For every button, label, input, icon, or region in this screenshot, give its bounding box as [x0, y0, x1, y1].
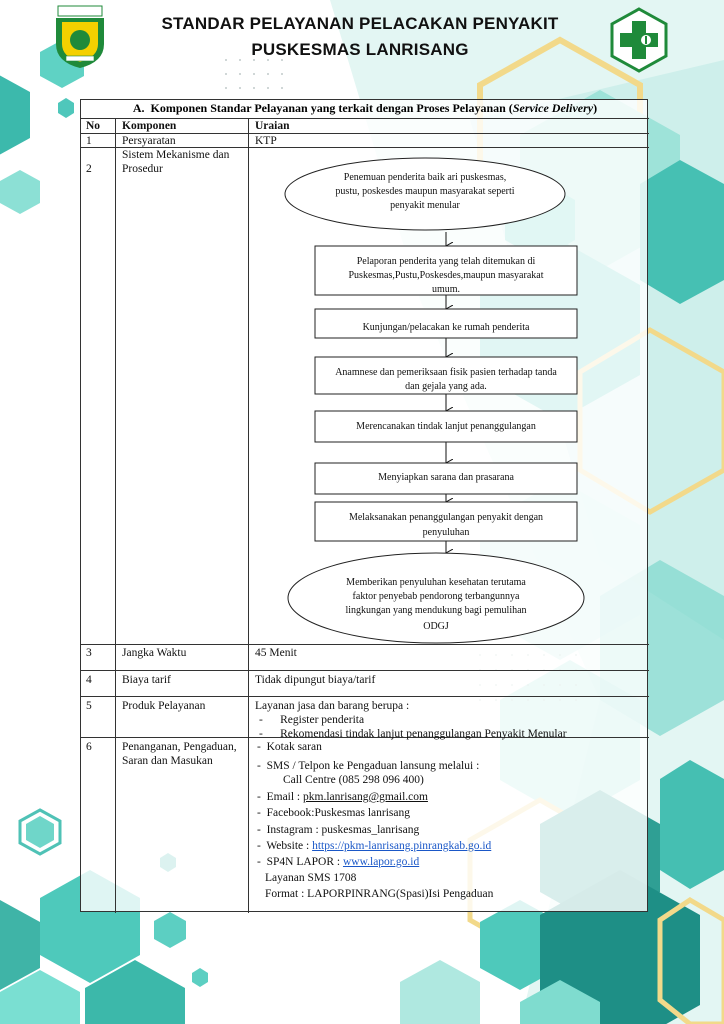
row1-no: 1	[86, 135, 92, 147]
row1-uraian: KTP	[255, 135, 277, 147]
list-item: - Instagram : puskesmas_lanrisang	[257, 824, 420, 836]
row3-no: 3	[86, 647, 92, 659]
pinrang-regency-logo	[56, 5, 104, 68]
section-heading: A. Komponen Standar Pelayanan yang terka…	[132, 101, 598, 115]
list-item: - Kotak saran	[257, 741, 322, 753]
row5-no: 5	[86, 700, 92, 712]
list-item: - Website : https://pkm-lanrisang.pinran…	[257, 840, 492, 852]
row5-komponen: Produk Pelayanan	[122, 700, 206, 712]
email-link[interactable]: pkm.lanrisang@gmail.com	[303, 791, 428, 803]
col-header-komponen: Komponen	[122, 120, 177, 132]
puskesmas-logo	[610, 7, 668, 73]
row6-no: 6	[86, 741, 92, 753]
list-item: - Email : pkm.lanrisang@gmail.com	[257, 791, 428, 803]
col-header-no: No	[86, 120, 101, 132]
row6-komponen: Penanganan, Pengaduan, Saran dan Masukan	[122, 741, 237, 767]
col-header-uraian: Uraian	[255, 120, 290, 132]
list-item: - SMS / Telpon ke Pengaduan lansung mela…	[257, 760, 480, 772]
sms-service: Layanan SMS 1708	[265, 872, 357, 884]
row1-komponen: Persyaratan	[122, 135, 176, 147]
row2-no: 2	[86, 163, 92, 175]
page-title-line1: STANDAR PELAYANAN PELACAKAN PENYAKIT	[161, 14, 559, 33]
row5-uraian: Layanan jasa dan barang berupa :	[255, 700, 410, 712]
page-title-line2: PUSKESMAS LANRISANG	[251, 40, 469, 59]
lapor-link[interactable]: www.lapor.go.id	[342, 856, 420, 868]
call-centre: Call Centre (085 298 096 400)	[283, 774, 424, 786]
row3-komponen: Jangka Waktu	[122, 647, 187, 659]
sms-format: Format : LAPORPINRANG(Spasi)Isi Pengadua…	[265, 888, 494, 900]
row4-komponen: Biaya tarif	[122, 674, 171, 686]
row2-komponen: Sistem Mekanisme dan Prosedur	[122, 149, 230, 175]
list-item: - Facebook:Puskesmas lanrisang	[257, 807, 411, 819]
list-item: - Rekomendasi tindak lanjut penanggulang…	[259, 728, 567, 740]
row4-no: 4	[86, 674, 92, 686]
row4-uraian: Tidak dipungut biaya/tarif	[255, 674, 376, 686]
list-item: - SP4N LAPOR : www.lapor.go.id	[257, 856, 420, 868]
service-standard-table: A. Komponen Standar Pelayanan yang terka…	[80, 99, 649, 913]
row3-uraian: 45 Menit	[255, 647, 297, 659]
website-link[interactable]: https://pkm-lanrisang.pinrangkab.go.id	[312, 840, 492, 852]
list-item: - Register penderita	[259, 714, 365, 726]
